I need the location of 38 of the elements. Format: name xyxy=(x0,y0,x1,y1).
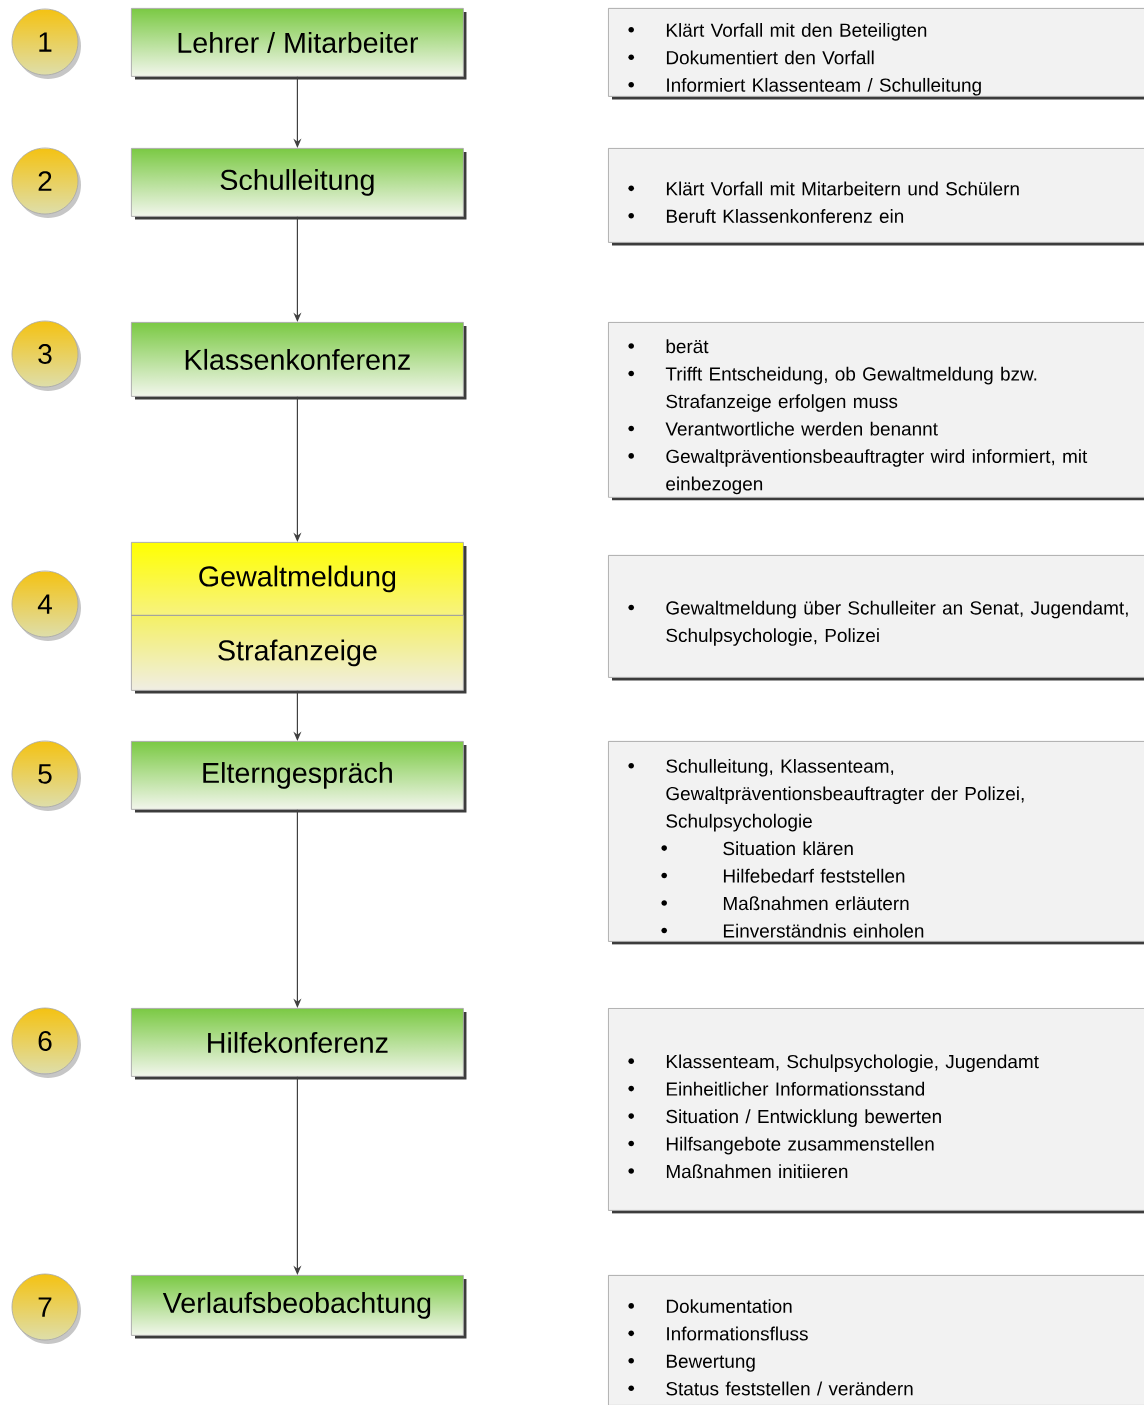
list-item: Maßnahmen initiieren xyxy=(628,1164,848,1179)
info-box xyxy=(608,1275,1144,1405)
process-box: Verlaufsbeobachtung xyxy=(131,1275,467,1339)
list-item: Verantwortliche werden benannt xyxy=(628,421,938,436)
process-box: Hilfekonferenz xyxy=(131,1008,467,1080)
process-box: Klassenkonferenz xyxy=(131,322,467,400)
list-item: Gewaltmeldung über Schulleiter an Senat, Jugendamt, Schulpsychologie, Polizei xyxy=(628,600,1128,646)
list-item: Gewaltpräventionsbeauftragter wird informiert, mit einbezogen xyxy=(628,449,1088,495)
list-item: Klärt Vorfall mit Mitarbeitern und Schülern xyxy=(628,181,1019,196)
list-item: Schulleitung, Klassenteam, Gewaltpräventionsbeauftragter der Polizei, Schulpsychologie xyxy=(628,758,1024,832)
info-box xyxy=(608,148,1144,246)
process-box: Schulleitung xyxy=(131,148,467,220)
list-item: Status feststellen / verändern xyxy=(628,1381,913,1396)
list-item: Dokumentation xyxy=(628,1299,792,1314)
process-box: Lehrer / Mitarbeiter xyxy=(131,8,467,80)
list-item: Hilfebedarf feststellen xyxy=(661,868,905,883)
list-item: Beruft Klassenkonferenz ein xyxy=(628,209,904,223)
info-box xyxy=(608,555,1144,681)
info-box xyxy=(608,322,1144,501)
list-item: Bewertung xyxy=(628,1354,755,1372)
list-item: Situation klären xyxy=(661,841,853,856)
list-item: Trifft Entscheidung, ob Gewaltmeldung bzw. Strafanzeige erfolgen muss xyxy=(628,366,1037,412)
process-box: Gewaltmeldung xyxy=(131,542,464,616)
list-item: Einheitlicher Informationsstand xyxy=(628,1081,925,1096)
list-item: berät xyxy=(628,339,709,354)
list-item: Informationsfluss xyxy=(628,1326,808,1341)
list-item: Hilfsangebote zusammenstellen xyxy=(628,1136,934,1155)
list-item: Klärt Vorfall mit den Beteiligten xyxy=(628,23,927,41)
list-item: Situation / Entwicklung bewerten xyxy=(628,1109,941,1127)
list-item: Maßnahmen erläutern xyxy=(661,896,909,911)
info-box xyxy=(608,741,1144,945)
list-item: Klassenteam, Schulpsychologie, Jugendamt xyxy=(628,1054,1039,1073)
list-item: Informiert Klassenteam / Schulleitung xyxy=(628,77,981,96)
info-box xyxy=(608,1008,1144,1214)
info-box xyxy=(608,8,1144,100)
list-item: Einverständnis einholen xyxy=(661,923,924,938)
list-item: Dokumentiert den Vorfall xyxy=(628,50,874,65)
process-box: Elterngespräch xyxy=(131,741,467,813)
